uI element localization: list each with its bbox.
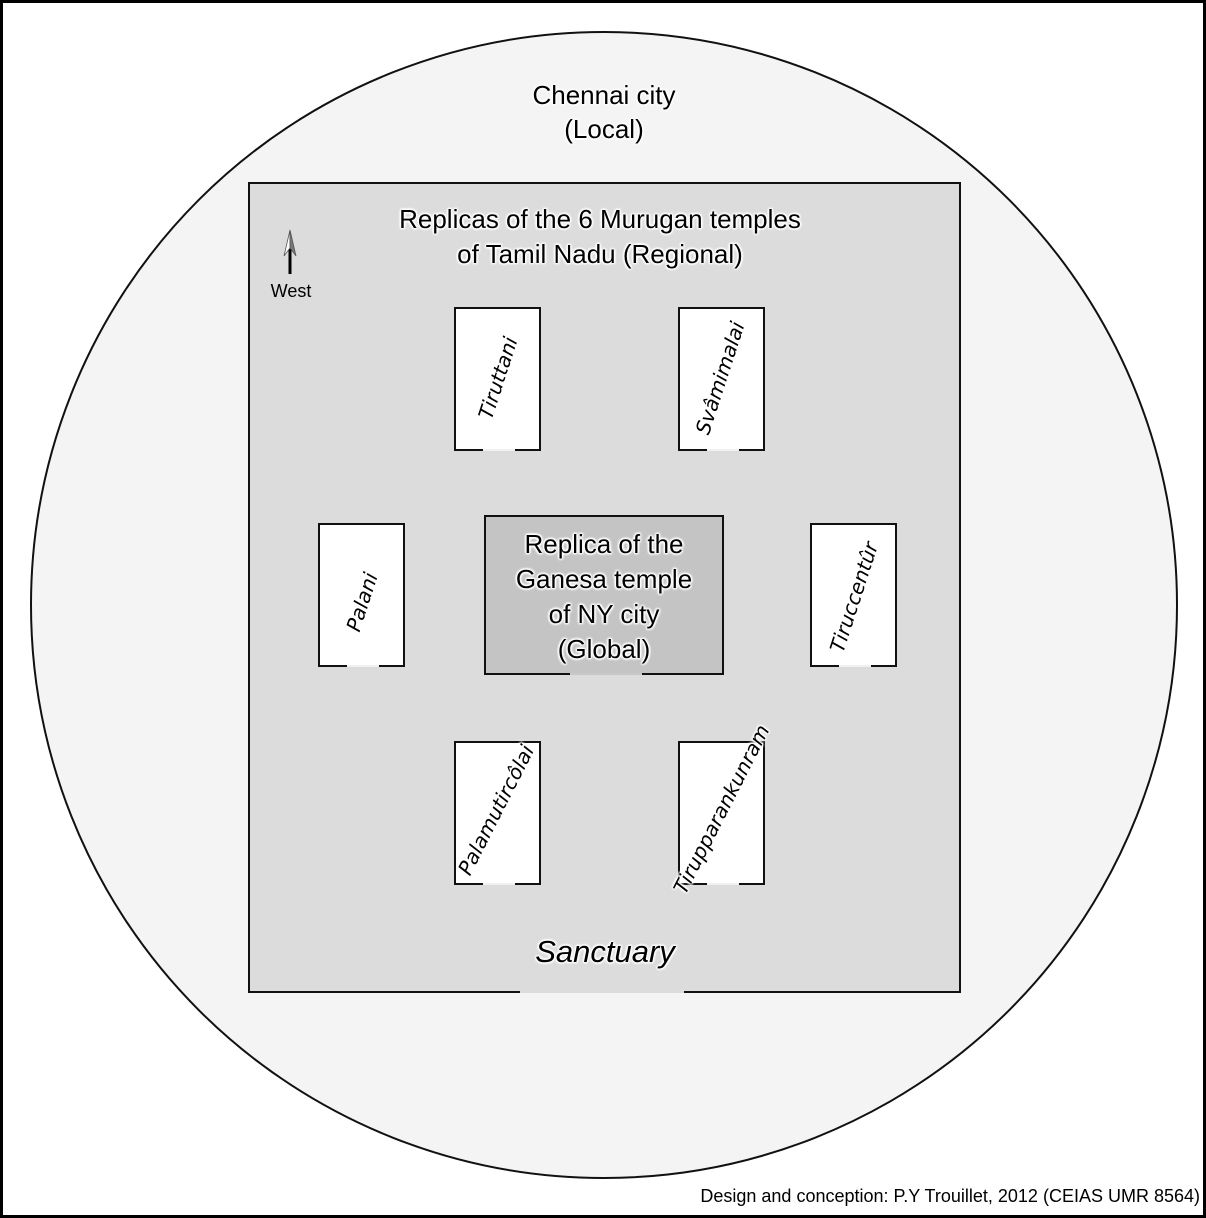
ganesa-door: [570, 673, 642, 675]
sanctuary-entrance: [520, 989, 684, 993]
regional-label-line1: Replicas of the 6 Murugan temples: [399, 204, 801, 234]
ganesa-label-line2: Ganesa temple: [515, 564, 693, 594]
ganesa-label-line4: (Global): [557, 634, 651, 664]
credit-text: Design and conception: P.Y Trouillet, 20…: [700, 1186, 1200, 1206]
local-label: Chennai city (Local): [404, 78, 804, 146]
ganesa-label-line1: Replica of the: [524, 529, 684, 559]
temple-door: [839, 665, 871, 667]
local-label-line1: Chennai city: [532, 80, 676, 110]
regional-label-line2: of Tamil Nadu (Regional): [457, 239, 743, 269]
ganesa-temple-global: Replica of the Ganesa temple of NY city …: [484, 515, 724, 675]
regional-label: Replicas of the 6 Murugan temples of Tam…: [300, 202, 900, 272]
temple-door: [483, 883, 515, 885]
local-label-line2: (Local): [564, 114, 644, 144]
temple-door: [347, 665, 379, 667]
temple-tiruttani: [454, 307, 541, 451]
temple-door: [707, 449, 739, 451]
sanctuary-label: Sanctuary: [535, 934, 675, 969]
temple-tirupparankunram: [678, 741, 765, 885]
compass-label: West: [270, 281, 312, 301]
temple-tiruccentur: [810, 523, 897, 667]
ganesa-label-line3: of NY city: [548, 599, 660, 629]
temple-palamutircolai: [454, 741, 541, 885]
north-arrow-icon: [283, 229, 297, 274]
temple-svamimalai: [678, 307, 765, 451]
temple-door: [707, 883, 739, 885]
temple-palani: [318, 523, 405, 667]
compass: West: [262, 228, 322, 308]
temple-door: [483, 449, 515, 451]
ganesa-label: Replica of the Ganesa temple of NY city …: [486, 527, 722, 667]
